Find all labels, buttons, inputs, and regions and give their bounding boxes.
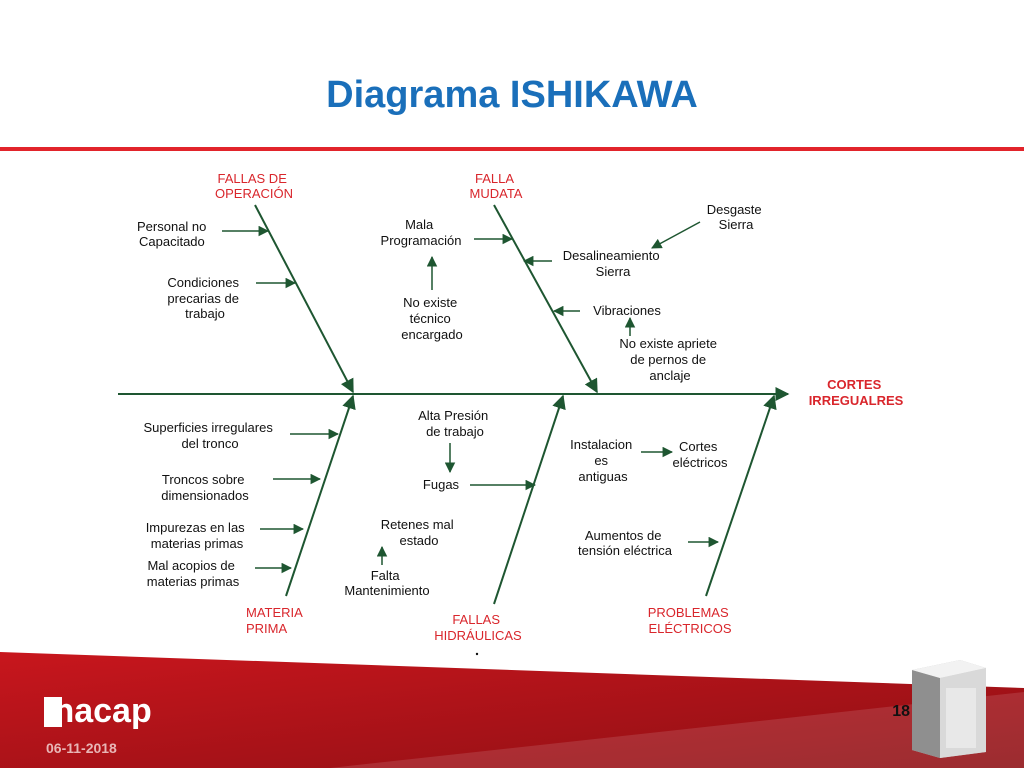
cause-acopios-line1: Mal acopios de (147, 558, 234, 573)
cause-acopios: Mal acopios de materias primas (147, 558, 240, 589)
category-mudata-line1: FALLA (475, 171, 514, 186)
cause-apriete-line2: de pernos de (630, 352, 706, 367)
bone-hidraulicas (493, 394, 566, 605)
footer-band (0, 652, 1024, 768)
stray-dot (475, 652, 479, 656)
cause-tecnico-line3: encargado (401, 327, 462, 342)
cause-troncos: Troncos sobre dimensionados (161, 472, 249, 503)
footer-white-overlay (330, 692, 1024, 768)
cause-mala-line2: Programación (381, 233, 462, 248)
cause-alta-line1: Alta Presión (418, 408, 488, 423)
category-electricos: PROBLEMAS ELÉCTRICOS (648, 605, 733, 636)
cause-apriete-line1: No existe apriete (619, 336, 717, 351)
category-materia: MATERIA PRIMA (246, 605, 306, 636)
cause-condiciones-line2: precarias de (167, 291, 239, 306)
cause-superficies-line1: Superficies irregulares (144, 420, 274, 435)
cause-desalineamiento-line2: Sierra (596, 264, 631, 279)
cause-condiciones-line1: Condiciones (167, 275, 239, 290)
cause-falta-line1: Falta (371, 568, 401, 583)
cause-mala-line1: Mala (405, 217, 434, 232)
cause-acopios-line2: materias primas (147, 574, 240, 589)
bone-materia (285, 394, 356, 597)
cause-troncos-line2: dimensionados (161, 488, 249, 503)
cause-instalacion-line2: es (594, 453, 608, 468)
cause-falta-mantenimiento: Falta Mantenimiento (344, 568, 429, 598)
logo-mark (44, 697, 62, 727)
cause-condiciones-line3: trabajo (185, 306, 225, 321)
cause-impurezas: Impurezas en las materias primas (146, 520, 249, 551)
page-number: 18 (892, 703, 910, 720)
cause-no-existe-tecnico: No existe técnico encargado (401, 295, 462, 342)
cube-graphic (912, 660, 986, 758)
cause-personal-line2: Capacitado (139, 234, 205, 249)
cause-retenes-line1: Retenes mal (381, 517, 454, 532)
category-hidraulicas-line1: FALLAS (452, 612, 500, 627)
cause-fugas-line1: Fugas (423, 477, 460, 492)
effect-line2: IRREGUALRES (809, 393, 904, 408)
footer-red-shape (0, 652, 1024, 768)
cause-desalineamiento-line1: Desalineamiento (563, 248, 660, 263)
cause-apriete-pernos: No existe apriete de pernos de anclaje (619, 336, 720, 383)
cause-tecnico-line2: técnico (410, 311, 451, 326)
cause-alta-presion: Alta Presión de trabajo (418, 408, 492, 439)
cause-desgaste-sierra: Desgaste Sierra (707, 202, 766, 232)
cause-alta-line2: de trabajo (426, 424, 484, 439)
category-hidraulicas: FALLAS HIDRÁULICAS (434, 612, 522, 643)
cause-aumentos-line1: Aumentos de (585, 528, 662, 543)
bone-electricos (705, 394, 777, 597)
effect-line1: CORTES (827, 377, 882, 392)
effect-label: CORTES IRREGUALRES (809, 377, 904, 408)
cause-superficies-line2: del tronco (181, 436, 238, 451)
category-hidraulicas-line2: HIDRÁULICAS (434, 628, 522, 643)
category-materia-line2: PRIMA (246, 621, 288, 636)
slide-date: 06-11-2018 (46, 740, 117, 756)
cause-tecnico-line1: No existe (403, 295, 457, 310)
cause-falta-line2: Mantenimiento (344, 583, 429, 598)
category-mudata: FALLA MUDATA (470, 171, 523, 201)
arrow-desgaste (651, 221, 701, 249)
cause-aumentos-line2: tensión eléctrica (578, 543, 673, 558)
cause-superficies: Superficies irregulares del tronco (144, 420, 277, 451)
category-mudata-line2: MUDATA (470, 186, 523, 201)
category-electricos-line1: PROBLEMAS (648, 605, 729, 620)
cause-impurezas-line1: Impurezas en las (146, 520, 245, 535)
cause-mala-programacion: Mala Programación (381, 217, 462, 248)
cause-instalaciones: Instalacion es antiguas (570, 437, 636, 484)
cause-desgaste-line2: Sierra (719, 217, 754, 232)
cause-personal-line1: Personal no (137, 219, 206, 234)
cause-cortes-electricos: Cortes eléctricos (673, 439, 728, 470)
cause-impurezas-line2: materias primas (151, 536, 244, 551)
cause-aumentos-tension: Aumentos de tensión eléctrica (578, 528, 673, 558)
cause-fugas: Fugas (423, 477, 460, 492)
category-operacion-line2: OPERACIÓN (215, 186, 293, 201)
title-divider (0, 147, 1024, 151)
category-operacion: FALLAS DE OPERACIÓN (215, 171, 293, 201)
cause-cortes-line2: eléctricos (673, 455, 728, 470)
cause-apriete-line3: anclaje (649, 368, 690, 383)
cause-retenes: Retenes mal estado (381, 517, 458, 548)
category-operacion-line1: FALLAS DE (218, 171, 288, 186)
cause-vibraciones-line1: Vibraciones (593, 303, 661, 318)
cause-desgaste-line1: Desgaste (707, 202, 762, 217)
cause-desalineamiento: Desalineamiento Sierra (563, 248, 663, 279)
inacap-logo: inacap (44, 692, 152, 730)
category-electricos-line2: ELÉCTRICOS (648, 621, 731, 636)
bone-operacion (254, 204, 354, 394)
cause-instalacion-line1: Instalacion (570, 437, 632, 452)
cause-troncos-line1: Troncos sobre (162, 472, 245, 487)
category-materia-line1: MATERIA (246, 605, 303, 620)
cause-condiciones: Condiciones precarias de trabajo (167, 275, 242, 321)
bone-mudata (493, 204, 598, 394)
cause-personal: Personal no Capacitado (137, 219, 210, 249)
cause-vibraciones: Vibraciones (593, 303, 661, 318)
cause-cortes-line1: Cortes (679, 439, 718, 454)
slide-title: Diagrama ISHIKAWA (326, 74, 698, 116)
cause-instalacion-line3: antiguas (578, 469, 628, 484)
cause-retenes-line2: estado (399, 533, 438, 548)
